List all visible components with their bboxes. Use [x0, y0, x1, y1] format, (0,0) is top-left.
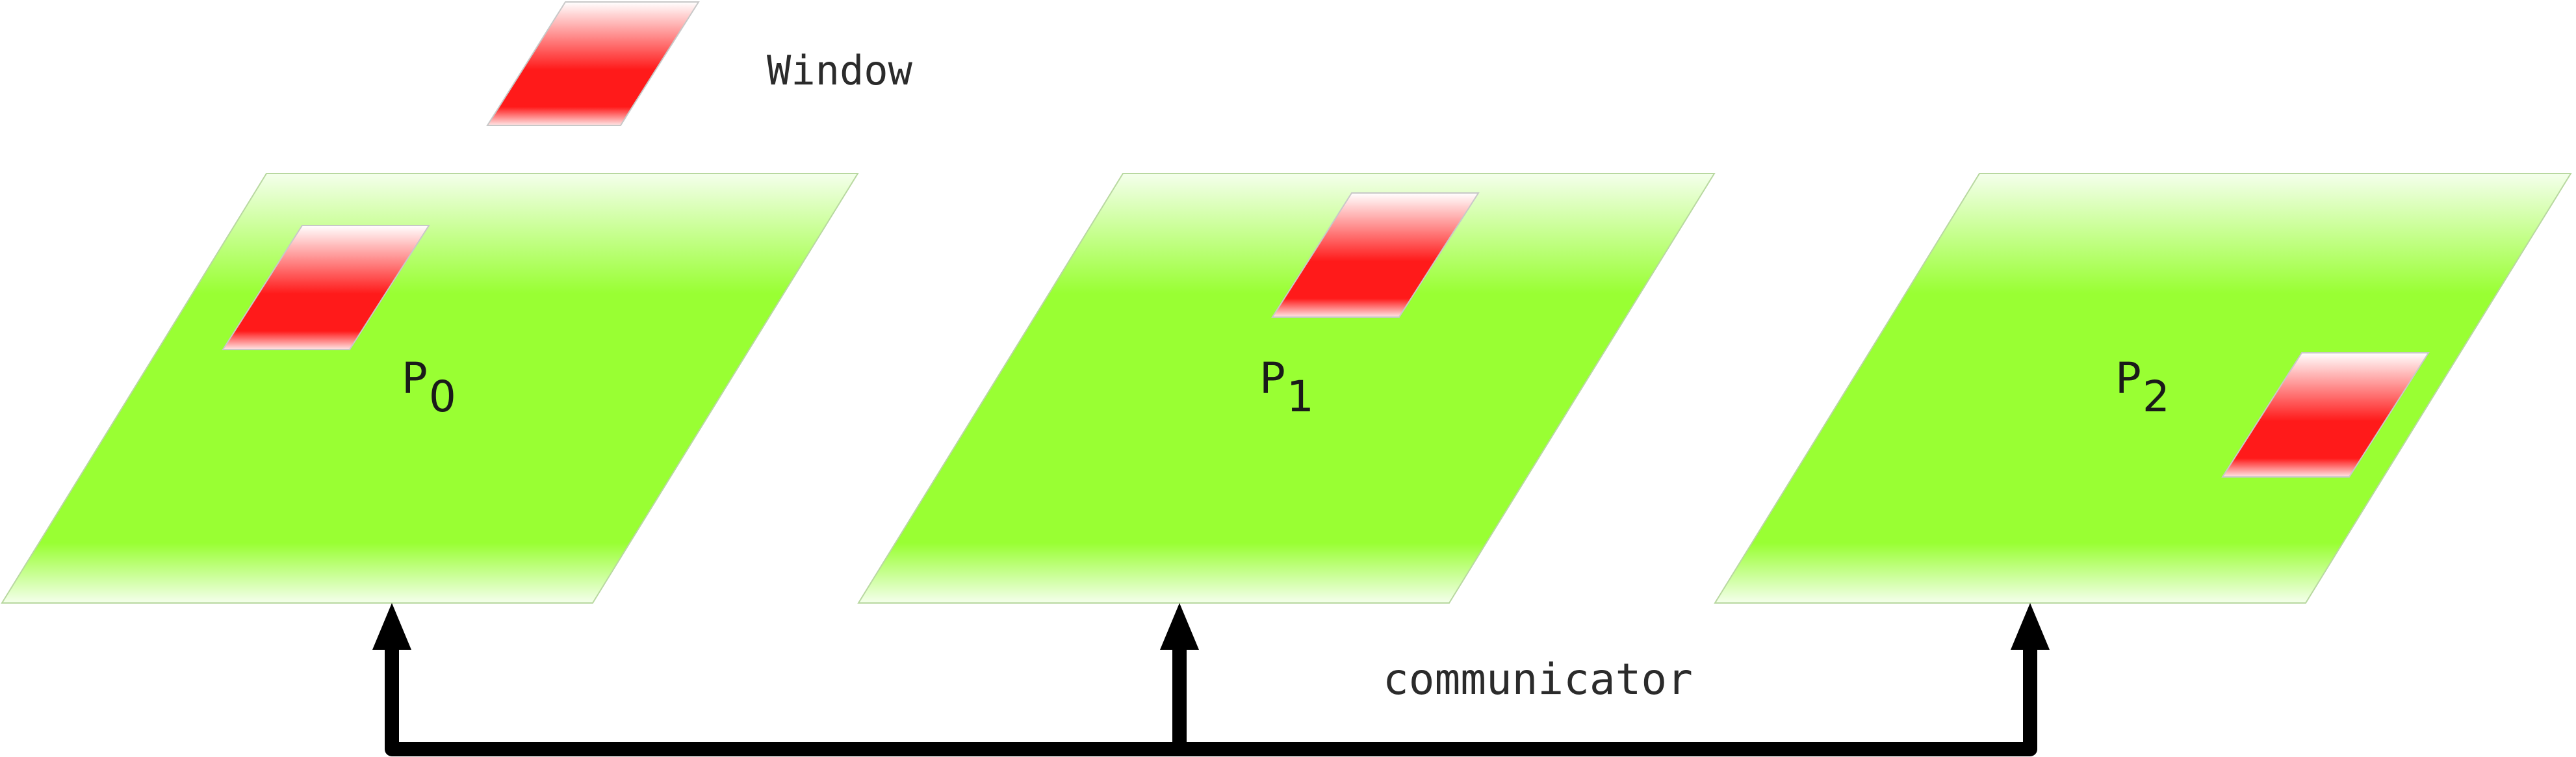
legend: Window	[486, 1, 913, 126]
communicator-label: communicator	[1383, 654, 1693, 704]
arrowhead-p2-icon	[2011, 603, 2050, 650]
process-plane-shape	[857, 173, 1716, 604]
process-plane-p0: P0	[1, 173, 859, 604]
communicator-line	[385, 636, 2037, 756]
window-region-p0	[222, 225, 430, 350]
process-label-p0: P0	[402, 353, 456, 422]
process-label-p1: P1	[1259, 353, 1314, 422]
process-plane-p2: P2	[1714, 173, 2572, 604]
arrowhead-p0-icon	[372, 603, 411, 650]
process-label-p2: P2	[2115, 353, 2170, 422]
window-region-p2	[2221, 352, 2430, 478]
legend-window-label: Window	[767, 47, 913, 94]
process-plane-shape	[1, 173, 859, 604]
legend-window-swatch	[486, 1, 700, 126]
process-plane-shape	[1714, 173, 2572, 604]
arrowhead-p1-icon	[1160, 603, 1199, 650]
process-plane-p1: P1	[857, 173, 1716, 604]
window-region-p1	[1271, 192, 1480, 318]
communicator-connector: communicator	[372, 603, 2050, 756]
